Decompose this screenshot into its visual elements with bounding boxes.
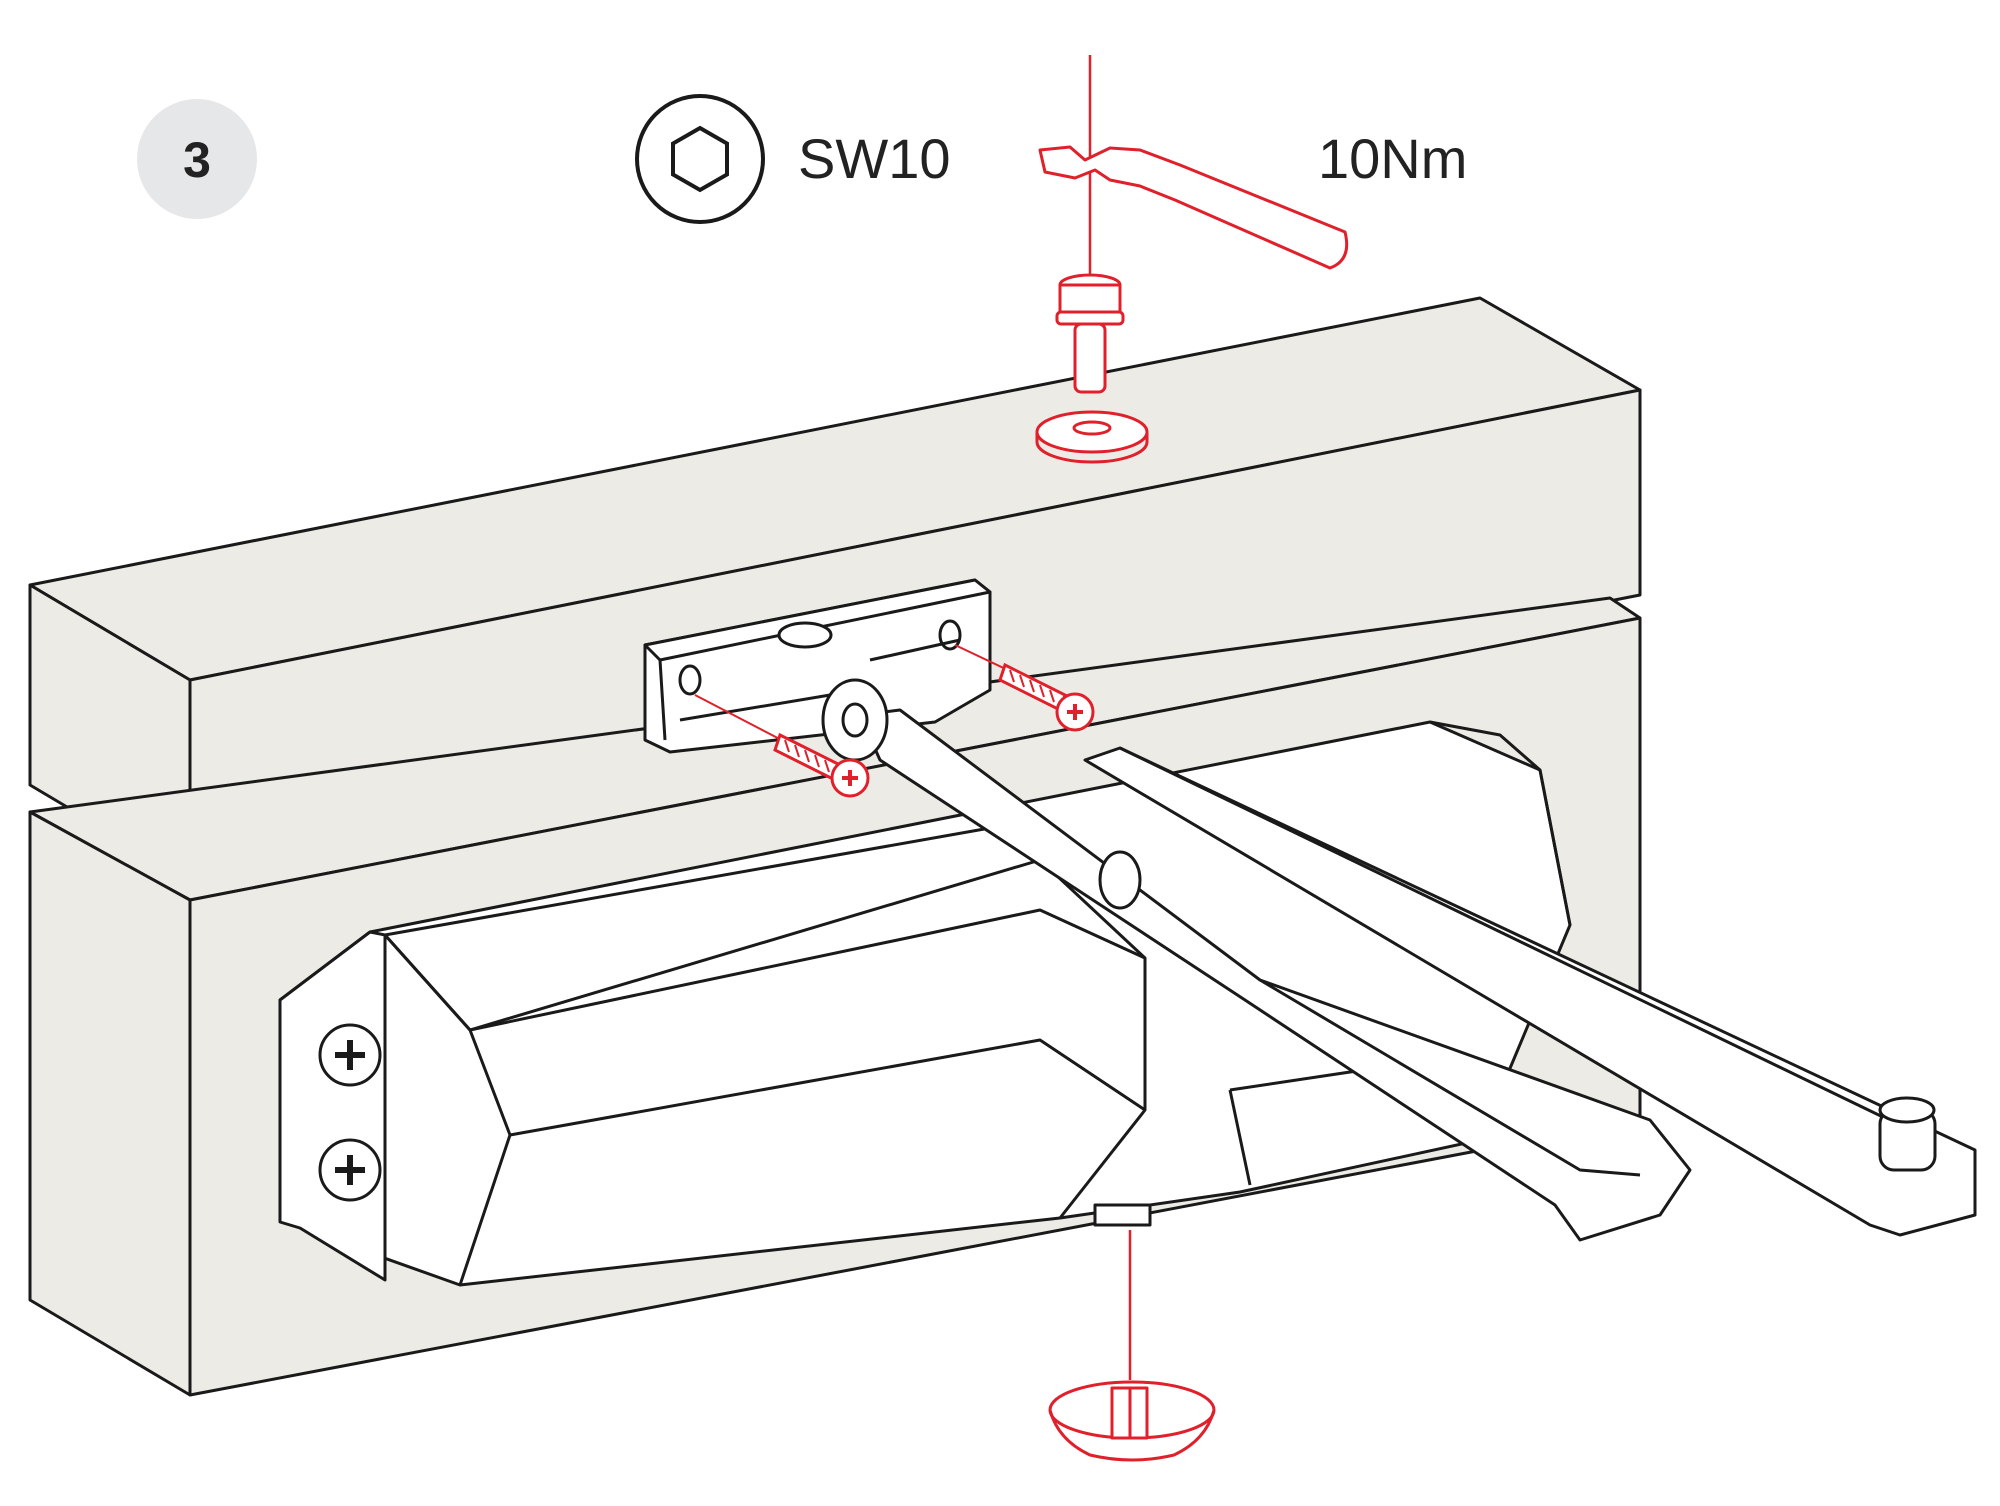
torque-value-label: 10Nm <box>1318 127 1467 190</box>
end-cap-screw-icon <box>318 1023 382 1202</box>
hex-bolt-icon <box>1055 273 1125 394</box>
main-arm <box>1083 746 1977 1237</box>
arm-bracket <box>643 578 992 754</box>
hex-socket-icon <box>635 94 765 224</box>
door-closer-body <box>278 720 1572 1287</box>
step-number: 3 <box>183 132 211 188</box>
wrench-icon <box>1038 145 1349 270</box>
cover-cap-icon <box>1048 1380 1216 1462</box>
mounting-screw-icon <box>694 694 870 798</box>
link-arm <box>821 678 1692 1242</box>
washer-icon <box>1035 410 1149 464</box>
step-badge: 3 <box>137 99 257 219</box>
mounting-screw-icon <box>954 644 1095 732</box>
tool-size-label: SW10 <box>798 127 951 190</box>
